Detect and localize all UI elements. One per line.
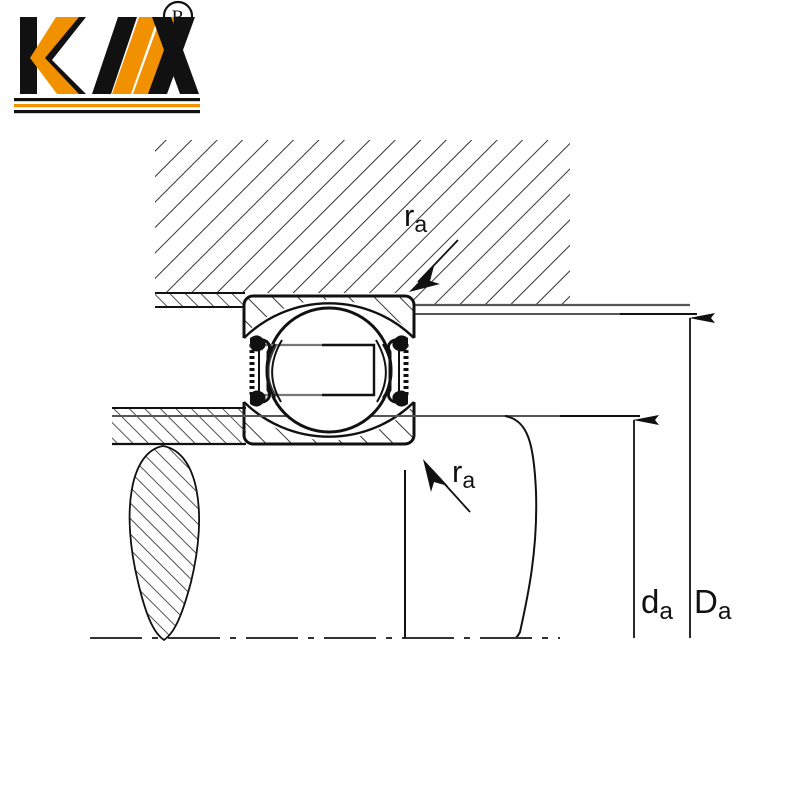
logo-letter-k-orange (30, 17, 79, 94)
label-fillet-radius-top: ra (404, 198, 428, 237)
shaft-profile-curve (504, 415, 538, 639)
shaft-fillet-section (128, 445, 200, 642)
label-housing-shoulder-diameter: Da (694, 583, 732, 626)
bearing-seal-left (249, 335, 283, 407)
bearing-ball (265, 306, 393, 434)
leader-fillet-bottom (423, 459, 471, 513)
bearing-outer-ring (242, 294, 416, 339)
label-shaft-shoulder-diameter: da (641, 583, 673, 626)
logo-slash-orange (112, 17, 158, 94)
registered-trademark-icon: R (162, 0, 194, 32)
shaft-shoulder-band (112, 407, 634, 446)
dimension-da (560, 415, 659, 638)
label-fillet-radius-bottom: ra (452, 454, 476, 493)
bearing-seal-right (375, 335, 409, 407)
brand-logo: R (14, 0, 200, 114)
logo-letter-x-black (148, 17, 199, 94)
housing-body (155, 140, 690, 315)
logo-underline-bars (14, 98, 200, 114)
svg-text:R: R (172, 7, 185, 28)
leader-fillet-top (409, 239, 459, 292)
dimension-Da (620, 313, 715, 638)
logo-letter-y-black (92, 17, 137, 94)
